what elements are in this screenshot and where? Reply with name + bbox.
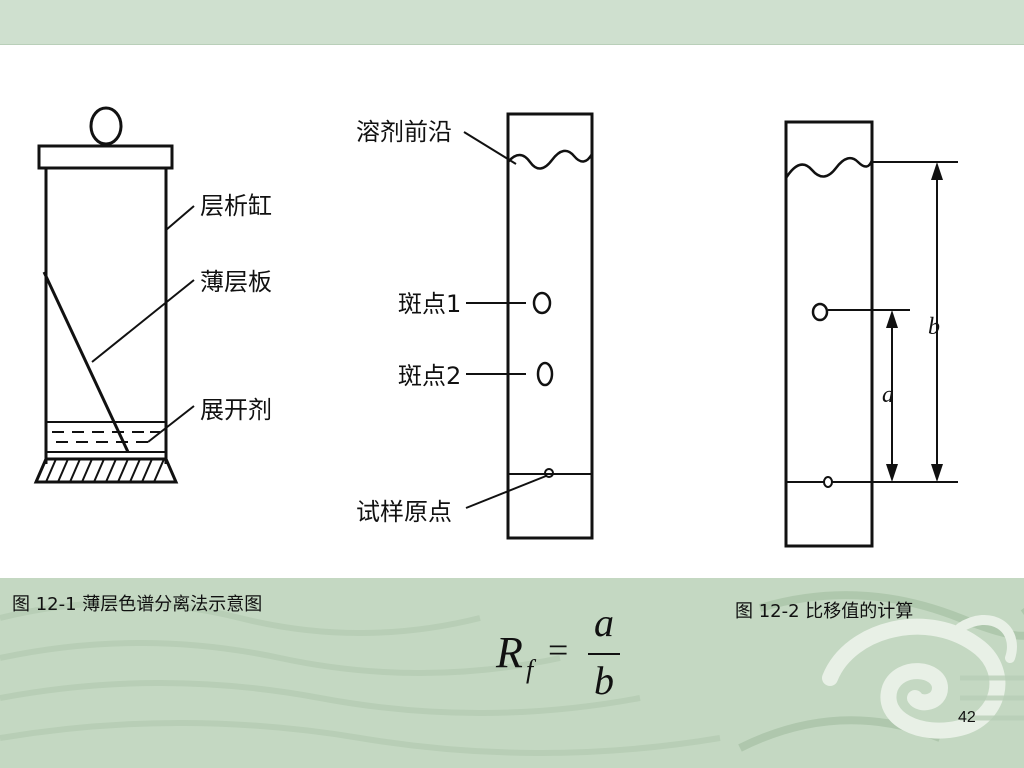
b-arrow-down-icon [931,464,943,482]
dragon-ornament-icon [822,614,1017,739]
chamber-lid [37,144,174,170]
plate-figure [463,112,594,540]
front-leader [463,131,517,165]
b-label: b [928,314,940,340]
spot-1-icon [532,291,552,315]
solvent-leader [147,405,195,443]
plate-leader [91,279,195,363]
tlc-diagram: 层析缸 薄层板 展开剂 溶剂前沿 斑点1 斑点2 试样原点 b a [33,106,958,548]
formula-denominator: b [594,658,614,703]
rf-origin-point-icon [823,476,833,488]
chamber-label: 层析缸 [200,192,272,220]
formula-fraction-bar [588,653,620,655]
chamber-leader [165,205,195,231]
page-number: 42 [958,709,976,726]
decorative-pattern-icon [0,591,1024,756]
rf-formula: R f = a b [490,600,640,705]
formula-numerator: a [594,600,614,645]
figure-2-caption: 图 12-2 比移值的计算 [735,601,914,622]
origin-label: 试样原点 [356,498,452,526]
rf-solvent-front [784,156,874,179]
formula-lhs: R [496,628,523,677]
formula-subscript: f [526,655,534,684]
chamber-base [33,457,179,484]
rf-spot-icon [811,302,829,322]
plate-line [42,271,130,453]
plate-label: 薄层板 [200,268,272,296]
origin-point-icon [544,468,554,478]
rf-plate-outline [784,120,874,548]
bottom-decor-band [0,578,1024,768]
a-arrow-down-icon [886,464,898,482]
spot-1-label: 斑点1 [398,290,461,318]
top-decor-band [0,0,1024,45]
spot-2-icon [536,361,554,387]
formula-equals: = [548,630,569,670]
lid-knob-icon [89,106,123,146]
rf-figure [784,120,958,548]
plate-outline [506,112,594,540]
chamber-figure [33,106,195,484]
solvent-front-line [507,149,594,170]
solvent-front-label: 溶剂前沿 [356,118,452,146]
figure-1-caption: 图 12-1 薄层色谱分离法示意图 [12,594,263,615]
a-label: a [882,382,894,408]
origin-leader [465,475,547,509]
spot-2-label: 斑点2 [398,362,461,390]
a-arrow-up-icon [886,310,898,328]
solvent-label: 展开剂 [200,396,272,424]
b-arrow-up-icon [931,162,943,180]
solvent-layer [45,421,167,453]
